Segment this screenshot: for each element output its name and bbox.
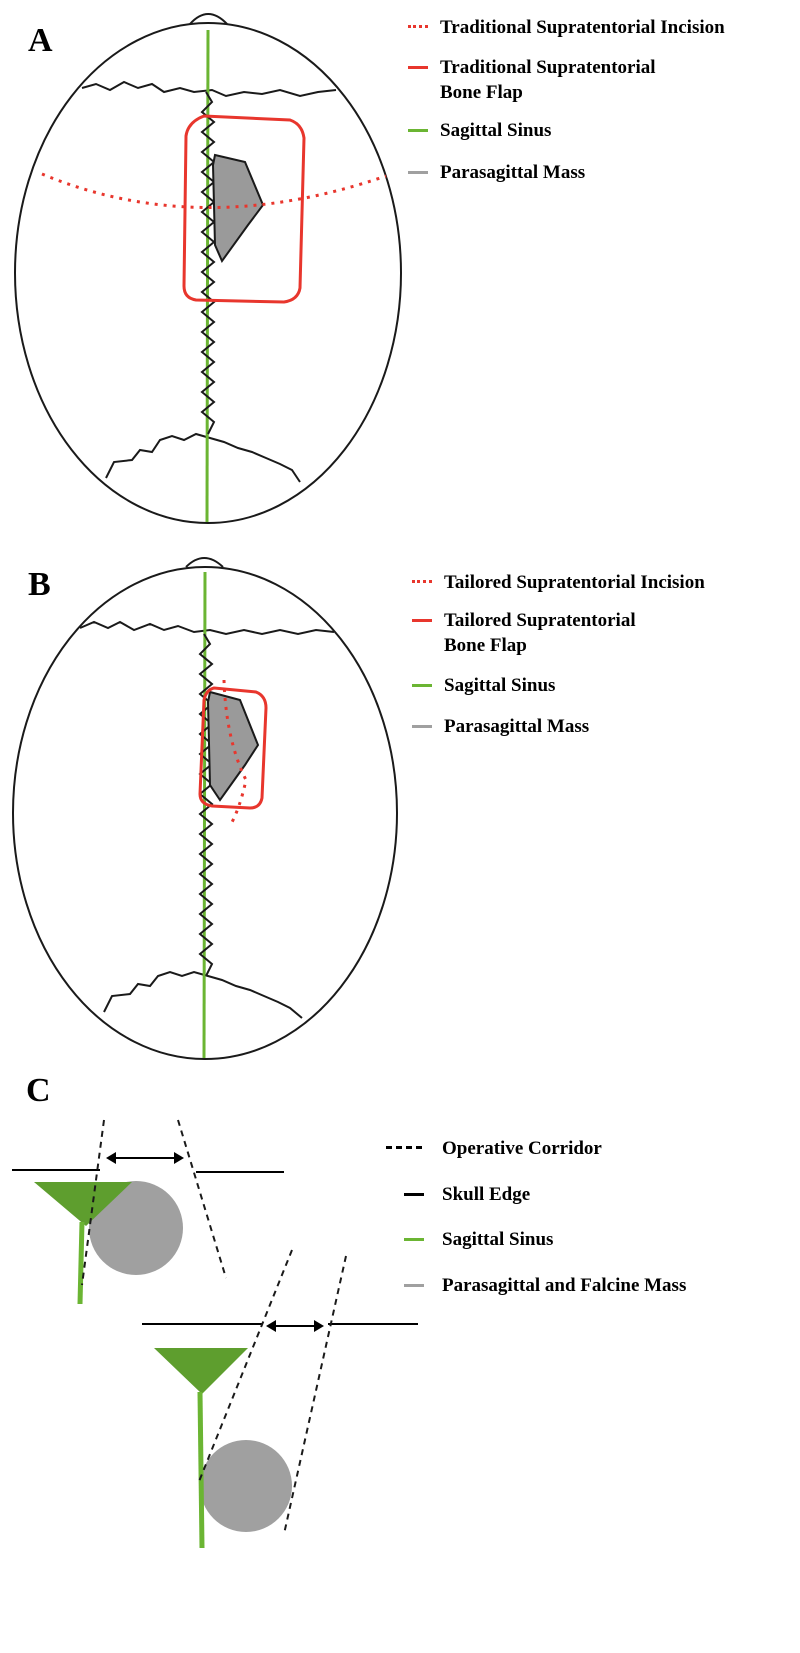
legend-label: Tailored Supratentorial Incision [444, 572, 705, 593]
gray-solid-swatch-icon [412, 725, 432, 728]
legend-label: Parasagittal and Falcine Mass [442, 1275, 687, 1296]
corridor-bottom-right [283, 1255, 347, 1535]
corridor-top-left [81, 1119, 105, 1286]
corridor-bottom-left [197, 1249, 293, 1485]
legend-label: Sagittal Sinus [442, 1229, 554, 1250]
traditional-bone-flap [182, 114, 306, 304]
tailored-bone-flap [198, 686, 268, 810]
green-solid-swatch-icon [408, 129, 428, 132]
legend-label: Traditional Supratentorial [440, 57, 656, 78]
legend-label: Operative Corridor [442, 1138, 602, 1159]
sagittal-sinus-top [34, 1182, 132, 1226]
legend-label: Skull Edge [442, 1184, 531, 1205]
panel-a-label: A [28, 22, 53, 59]
sagittal-sinus-b [202, 571, 207, 1059]
head-a-nose [189, 13, 228, 25]
arrow-head-right-top [174, 1152, 184, 1164]
lambdoid-suture-a [105, 432, 301, 483]
panel-c-illustration-bottom [142, 1249, 418, 1549]
coronal-suture-b [79, 620, 335, 636]
parasagittal-mass-b [206, 690, 260, 802]
legend-label: Parasagittal Mass [444, 716, 590, 737]
sagittal-sinus-bottom [154, 1348, 248, 1394]
legend-label: Parasagittal Mass [440, 162, 586, 183]
falx-top [77, 1221, 85, 1305]
arrow-head-right-bottom [314, 1320, 324, 1332]
red-dotted-swatch-icon [408, 25, 428, 28]
falx-bottom [197, 1391, 205, 1549]
legend-label-line2: Bone Flap [444, 635, 527, 656]
black-solid-swatch-icon [404, 1193, 424, 1196]
head-a-outline [14, 22, 402, 524]
legend-label: Tailored Supratentorial [444, 610, 636, 631]
red-solid-swatch-icon [412, 619, 432, 622]
falcine-mass-top [89, 1181, 183, 1275]
coronal-suture-a [81, 80, 337, 98]
gray-solid-swatch-icon [408, 171, 428, 174]
red-solid-swatch-icon [408, 66, 428, 69]
panel-c-illustration-top [12, 1119, 284, 1305]
head-b-outline [12, 566, 398, 1060]
sagittal-suture-a [200, 91, 216, 435]
legend-label: Traditional Supratentorial Incision [440, 17, 725, 38]
arrow-head-left-bottom [266, 1320, 276, 1332]
legend-label-line2: Bone Flap [440, 82, 523, 103]
corridor-top-right [177, 1119, 227, 1279]
panel-b-illustration [12, 557, 398, 1060]
black-dashed-swatch-icon [386, 1146, 422, 1149]
falcine-mass-bottom [200, 1440, 292, 1532]
green-solid-swatch-icon [412, 684, 432, 687]
panel-a-illustration [14, 13, 402, 524]
lambdoid-suture-b [103, 970, 303, 1019]
green-solid-swatch-icon [404, 1238, 424, 1241]
head-b-nose [185, 557, 224, 568]
panel-b-label: B [28, 566, 51, 603]
sagittal-suture-b [198, 633, 214, 977]
gray-solid-swatch-icon [404, 1284, 424, 1287]
tailored-incision [222, 679, 248, 827]
arrow-head-left-top [106, 1152, 116, 1164]
panel-c-label: C [26, 1072, 51, 1109]
red-dotted-swatch-icon [412, 580, 432, 583]
legend-label: Sagittal Sinus [444, 675, 556, 696]
legend-label: Sagittal Sinus [440, 120, 552, 141]
